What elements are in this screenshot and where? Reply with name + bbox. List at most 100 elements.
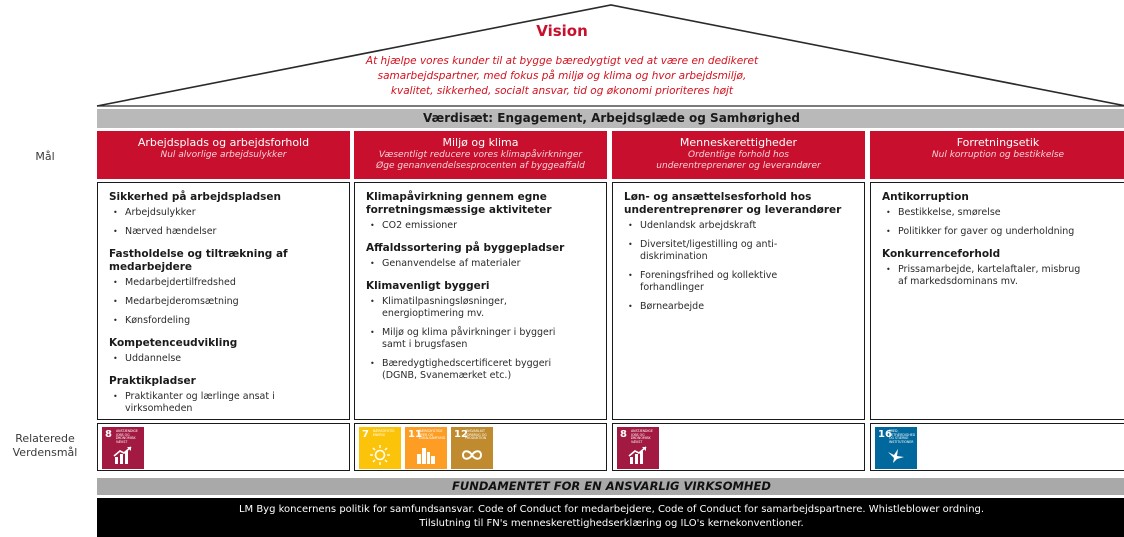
bullet-item: Medarbejdertilfredshed xyxy=(109,277,338,289)
item-gap xyxy=(624,232,853,239)
sdg-number: 11 xyxy=(408,429,422,440)
bullet-item: Foreningsfrihed og kollektive xyxy=(624,270,853,282)
section-title: Praktikpladser xyxy=(109,375,196,387)
growth-chart-icon xyxy=(627,444,649,466)
vision-title: Vision xyxy=(536,22,588,40)
section-title: Løn- og ansættelsesforhold hos xyxy=(624,191,812,203)
bullet-item: Bestikkelse, smørelse xyxy=(882,207,1114,219)
sdg-row: 8 Anstændige jobs og økonomisk vækst xyxy=(97,423,350,471)
section-title: Antikorruption xyxy=(882,191,969,203)
sdg-label: Fred, retfærdighed og stærke institution… xyxy=(889,429,916,444)
bullet-item: Børnearbejde xyxy=(624,301,853,313)
sdg-tile: 8 Anstændige jobs og økonomisk vækst xyxy=(617,427,659,469)
bullet-item: Arbejdsulykker xyxy=(109,207,338,219)
bullet-item: Kønsfordeling xyxy=(109,315,338,327)
pillar-goal: Øge genanvendelsesprocenten af byggeaffa… xyxy=(376,161,585,171)
vision-line: samarbejdspartner, med fokus på miljø og… xyxy=(377,70,747,82)
vision-statement: At hjælpe vores kunder til at bygge bære… xyxy=(300,54,824,99)
roof-outline xyxy=(96,4,1124,107)
section-gap xyxy=(109,365,338,375)
pillar-goal: Nul alvorlige arbejdsulykker xyxy=(160,150,287,160)
related-sdg-label-line: Verdensmål xyxy=(12,446,78,459)
foundation-base: LM Byg koncernens politik for samfundsan… xyxy=(97,498,1124,537)
sdg-row: 7Bæredygtig energi11Bæredygtige byer og … xyxy=(354,423,607,471)
sdg-row: 16Fred, retfærdighed og stærke instituti… xyxy=(870,423,1124,471)
sdg-label: Bæredygtige byer og lokalsamfund xyxy=(419,429,446,441)
growth-chart-icon xyxy=(112,444,134,466)
pillar-body: AntikorruptionBestikkelse, smørelsePolit… xyxy=(870,182,1124,420)
sdg-number: 12 xyxy=(454,429,468,440)
base-line: LM Byg koncernens politik for samfundsan… xyxy=(238,504,985,515)
sdg-label: Anstændige jobs og økonomisk vækst xyxy=(116,429,138,444)
section-gap xyxy=(366,232,595,242)
sdg-row: 8 Anstændige jobs og økonomisk vækst xyxy=(612,423,865,471)
sdg-number: 7 xyxy=(362,429,369,440)
sdg-tile: 8 Anstændige jobs og økonomisk vækst xyxy=(102,427,144,469)
pillar-goal: Væsentligt reducere vores klimapåvirknin… xyxy=(378,150,583,160)
item-gap xyxy=(366,351,595,358)
bullet-item: Nærved hændelser xyxy=(109,226,338,238)
pillar-title: Miljø og klima xyxy=(442,136,519,149)
bullet-item: Uddannelse xyxy=(109,353,338,365)
item-gap xyxy=(624,294,853,301)
goals-label: Mål xyxy=(35,150,55,163)
section-gap xyxy=(882,238,1114,248)
values-bar: Værdisæt: Engagement, Arbejdsglæde og Sa… xyxy=(97,109,1124,128)
section-gap xyxy=(109,327,338,337)
sdg-tile: 12Ansvarligt forbrug og produktion xyxy=(451,427,493,469)
bullet-item: virksomheden xyxy=(125,403,193,414)
base-line: Tilslutning til FN's menneskerettighedse… xyxy=(419,518,804,529)
sdg-label: Ansvarligt forbrug og produktion xyxy=(465,429,487,441)
bullet-item: samt i brugsfasen xyxy=(382,339,468,350)
vision-line: kvalitet, sikkerhed, socialt ansvar, tid… xyxy=(390,85,734,97)
pillar-goal: Nul korruption og bestikkelse xyxy=(931,150,1065,160)
city-icon xyxy=(415,444,437,466)
pillar-body: Sikkerhed på arbejdspladsenArbejdsulykke… xyxy=(97,182,350,420)
sdg-number: 16 xyxy=(878,429,892,440)
sdg-number: 8 xyxy=(105,429,112,440)
sdg-number: 8 xyxy=(620,429,627,440)
bullet-item: diskrimination xyxy=(640,251,708,262)
section-title: medarbejdere xyxy=(109,261,193,273)
bullet-item: Medarbejderomsætning xyxy=(109,296,338,308)
infinity-icon xyxy=(461,444,483,466)
section-gap xyxy=(366,270,595,280)
bullet-item: Diversitet/ligestilling og anti- xyxy=(624,239,853,251)
sdg-tile: 11Bæredygtige byer og lokalsamfund xyxy=(405,427,447,469)
sdg-label: Anstændige jobs og økonomisk vækst xyxy=(631,429,653,444)
section-title: underentreprenører og leverandører xyxy=(624,204,842,216)
bullet-item: af markedsdominans mv. xyxy=(898,276,1018,287)
item-gap xyxy=(109,219,338,226)
sdg-tile: 16Fred, retfærdighed og stærke instituti… xyxy=(875,427,917,469)
bullet-item: forhandlinger xyxy=(640,282,704,293)
vision-line: At hjælpe vores kunder til at bygge bære… xyxy=(365,55,759,67)
section-title: Kompetenceudvikling xyxy=(109,337,238,349)
dove-gavel-icon xyxy=(885,444,907,466)
bullet-item: CO2 emissioner xyxy=(366,220,595,232)
sun-icon xyxy=(369,444,391,466)
related-sdg-label-line: Relaterede xyxy=(15,432,75,445)
bullet-item: Prissamarbejde, kartelaftaler, misbrug xyxy=(882,264,1114,276)
bullet-item: energioptimering mv. xyxy=(382,308,485,319)
item-gap xyxy=(109,308,338,315)
item-gap xyxy=(624,263,853,270)
bullet-item: Bæredygtighedscertificeret byggeri xyxy=(366,358,595,370)
section-gap xyxy=(109,238,338,248)
item-gap xyxy=(366,320,595,327)
section-title: Klimavenligt byggeri xyxy=(366,280,490,292)
bullet-item: Udenlandsk arbejdskraft xyxy=(624,220,853,232)
foundation-bar: FUNDAMENTET FOR EN ANSVARLIG VIRKSOMHED xyxy=(97,478,1124,495)
section-title: Sikkerhed på arbejdspladsen xyxy=(109,191,281,203)
section-title: Konkurrenceforhold xyxy=(882,248,1001,260)
bullet-item: Politikker for gaver og underholdning xyxy=(882,226,1114,238)
bullet-item: Klimatilpasningsløsninger, xyxy=(366,296,595,308)
sdg-tile: 7Bæredygtig energi xyxy=(359,427,401,469)
pillar-title: Arbejdsplads og arbejdsforhold xyxy=(137,136,310,149)
bullet-item: Praktikanter og lærlinge ansat i xyxy=(109,391,338,403)
